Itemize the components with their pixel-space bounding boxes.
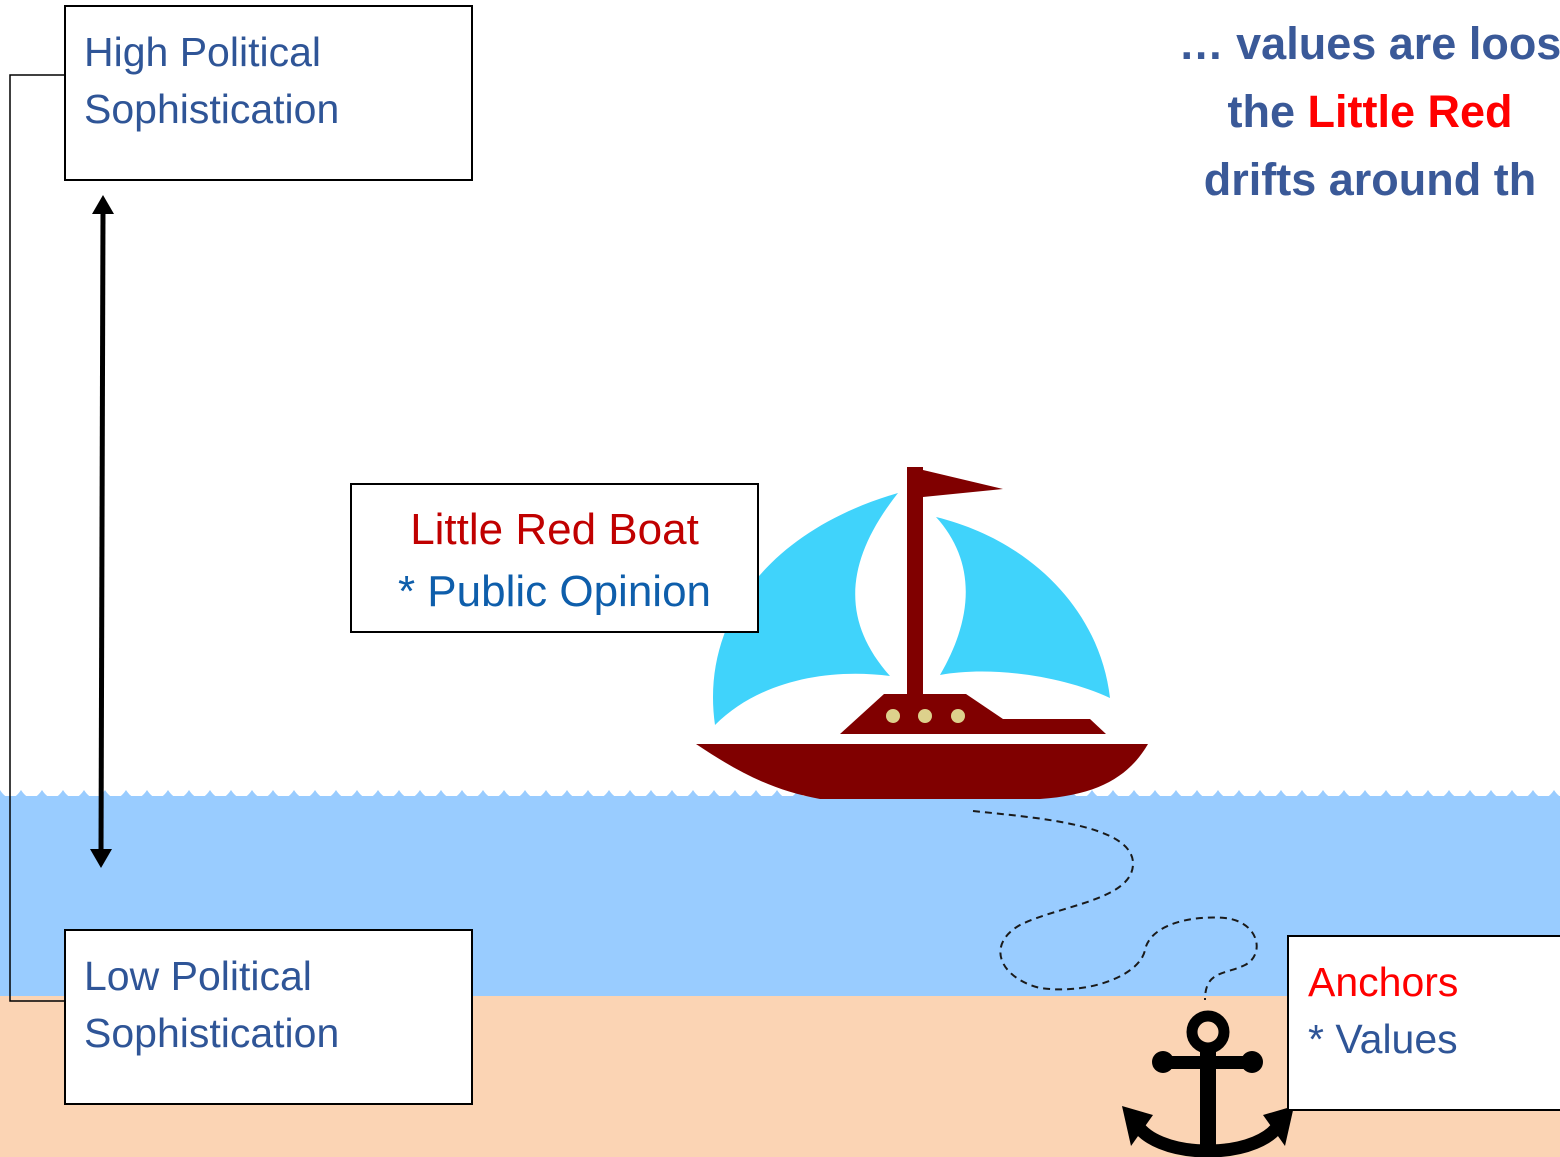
- anchor-label-box: Anchors * Values: [1287, 935, 1560, 1111]
- high-box-line2: Sophistication: [84, 86, 340, 132]
- high-box-line1: High Political: [84, 29, 321, 75]
- headline-line1: … values are loos: [1178, 18, 1560, 69]
- hull: [696, 744, 1148, 799]
- left-sail: [712, 493, 898, 725]
- boat-label-subtitle: * Public Opinion: [397, 567, 712, 616]
- wave-icon: [0, 790, 1560, 808]
- headline-line3: drifts around th: [1203, 154, 1537, 205]
- anchor-rope: [972, 810, 1258, 1001]
- porthole: [886, 709, 900, 723]
- boat-label-box: Little Red Boat * Public Opinion: [350, 483, 759, 633]
- boat-label-title: Little Red Boat: [410, 505, 699, 554]
- headline-line2-highlight: Little Red: [1307, 86, 1513, 137]
- high-sophistication-box: High Political Sophistication: [64, 5, 473, 181]
- porthole: [951, 709, 965, 723]
- wave-crest: [0, 790, 1560, 808]
- low-sophistication-box: Low Political Sophistication: [64, 929, 473, 1105]
- anchor-icon: [1122, 1010, 1294, 1157]
- headline-line2-prefix: the: [1227, 86, 1308, 137]
- bracket-line: [9, 74, 64, 1002]
- headline-text: … values are loos the Little Red drifts …: [1060, 10, 1560, 214]
- low-box-line2: Sophistication: [84, 1010, 340, 1056]
- low-box-line1: Low Political: [84, 953, 312, 999]
- flag: [923, 470, 1003, 497]
- headline-line2: the Little Red: [1060, 78, 1560, 146]
- anchor-label-title: Anchors: [1308, 959, 1459, 1005]
- mast: [907, 467, 923, 702]
- double-arrow-icon: [90, 195, 114, 868]
- right-sail: [936, 517, 1110, 698]
- anchor-label-subtitle: * Values: [1308, 1016, 1458, 1062]
- cabin: [840, 694, 1106, 734]
- porthole: [918, 709, 932, 723]
- sailboat-icon: [696, 467, 1148, 799]
